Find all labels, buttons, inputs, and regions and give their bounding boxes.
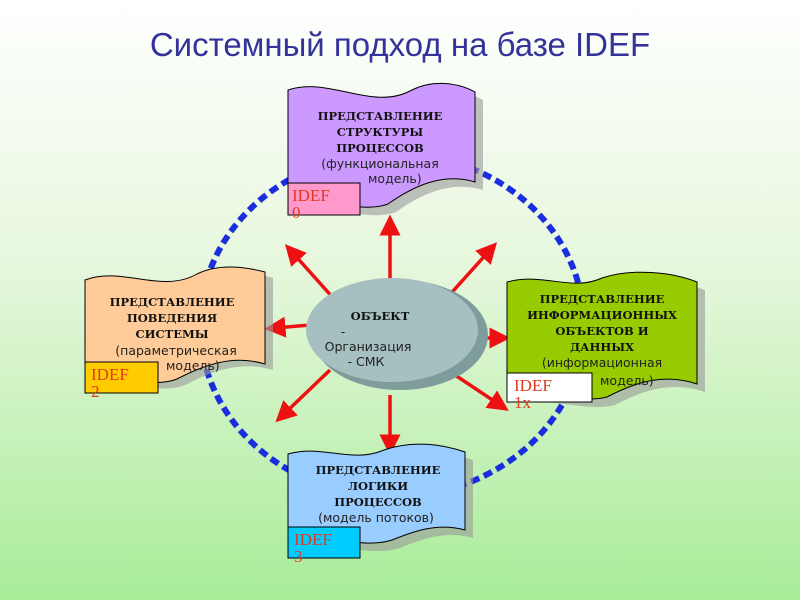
idef-tag [84, 361, 159, 394]
idef-tag [287, 526, 361, 559]
idef-tag-number: 2 [91, 382, 100, 401]
box-title: СТРУКТУРЫ [337, 125, 424, 139]
center-object-disk: ОБЪЕКТ - Организация - СМК [306, 278, 488, 390]
box-title: ДАННЫХ [570, 340, 634, 354]
box-title: ПРОЦЕССОВ [336, 141, 424, 155]
arrows [264, 214, 511, 456]
box-subtitle: модель) [368, 171, 422, 186]
box-process-logic: ПРЕДСТАВЛЕНИЕ ЛОГИКИ ПРОЦЕССОВ (модель п… [287, 443, 473, 566]
box-subtitle: модель) [166, 358, 220, 373]
box-subtitle: (модель потоков) [318, 510, 434, 525]
slide-title: Системный подход на базе IDEF [149, 26, 651, 63]
idef-tag-number: 1x [514, 393, 532, 412]
box-subtitle: (информационная [542, 355, 662, 370]
box-title: ПРОЦЕССОВ [334, 495, 422, 509]
box-information-objects: ПРЕДСТАВЛЕНИЕ ИНФОРМАЦИОННЫХ ОБЪЕКТОВ И … [506, 271, 705, 412]
idef-tag-label: IDEF [294, 530, 332, 549]
idef-tag-label: IDEF [514, 376, 552, 395]
idef-tag-label: IDEF [292, 186, 330, 205]
box-subtitle: модель) [600, 373, 654, 388]
idef-tag [506, 372, 593, 403]
center-org: Организация [325, 339, 412, 354]
box-subtitle: (функциональная [321, 156, 439, 171]
box-subtitle: (параметрическая [115, 343, 236, 358]
box-title: ЛОГИКИ [348, 479, 408, 493]
box-title: ПРЕДСТАВЛЕНИЕ [110, 295, 235, 309]
box-title: ПОВЕДЕНИЯ [127, 311, 217, 325]
idef-tag-number: 0 [292, 203, 301, 222]
box-title: ПРЕДСТАВЛЕНИЕ [316, 463, 441, 477]
box-system-behavior: ПРЕДСТАВЛЕНИЕ ПОВЕДЕНИЯ СИСТЕМЫ (парамет… [84, 266, 273, 401]
box-title: ПРЕДСТАВЛЕНИЕ [540, 292, 665, 306]
box-title: ОБЪЕКТОВ И [555, 324, 648, 338]
box-title: ПРЕДСТАВЛЕНИЕ [318, 109, 443, 123]
center-dash: - [341, 324, 346, 339]
idef-tag [287, 182, 361, 216]
idef-tag-number: 3 [294, 547, 303, 566]
center-title: ОБЪЕКТ [351, 309, 410, 323]
center-smk: - СМК [348, 354, 385, 369]
box-structure-processes: ПРЕДСТАВЛЕНИЕ СТРУКТУРЫ ПРОЦЕССОВ (функц… [287, 82, 483, 222]
box-title: СИСТЕМЫ [135, 327, 208, 341]
box-title: ИНФОРМАЦИОННЫХ [527, 308, 677, 322]
idef-tag-label: IDEF [91, 365, 129, 384]
